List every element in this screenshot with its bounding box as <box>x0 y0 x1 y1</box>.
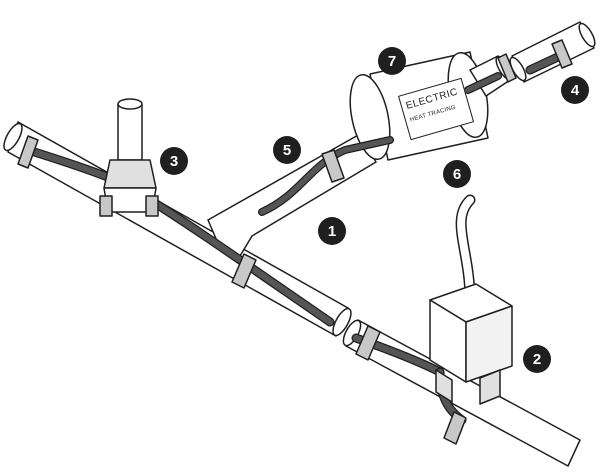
end-pipe-segment <box>509 21 596 83</box>
callout-4: 4 <box>561 76 589 104</box>
callout-3: 3 <box>160 147 188 175</box>
junction-box <box>429 194 513 405</box>
power-connection-kit <box>99 98 159 217</box>
attachment-bands <box>17 39 573 445</box>
callout-7: 7 <box>378 47 406 75</box>
heat-trace-cable <box>23 51 565 425</box>
callout-1: 1 <box>318 217 346 245</box>
callout-5: 5 <box>273 136 301 164</box>
callout-2: 2 <box>523 345 551 373</box>
callout-6: 6 <box>443 160 471 188</box>
